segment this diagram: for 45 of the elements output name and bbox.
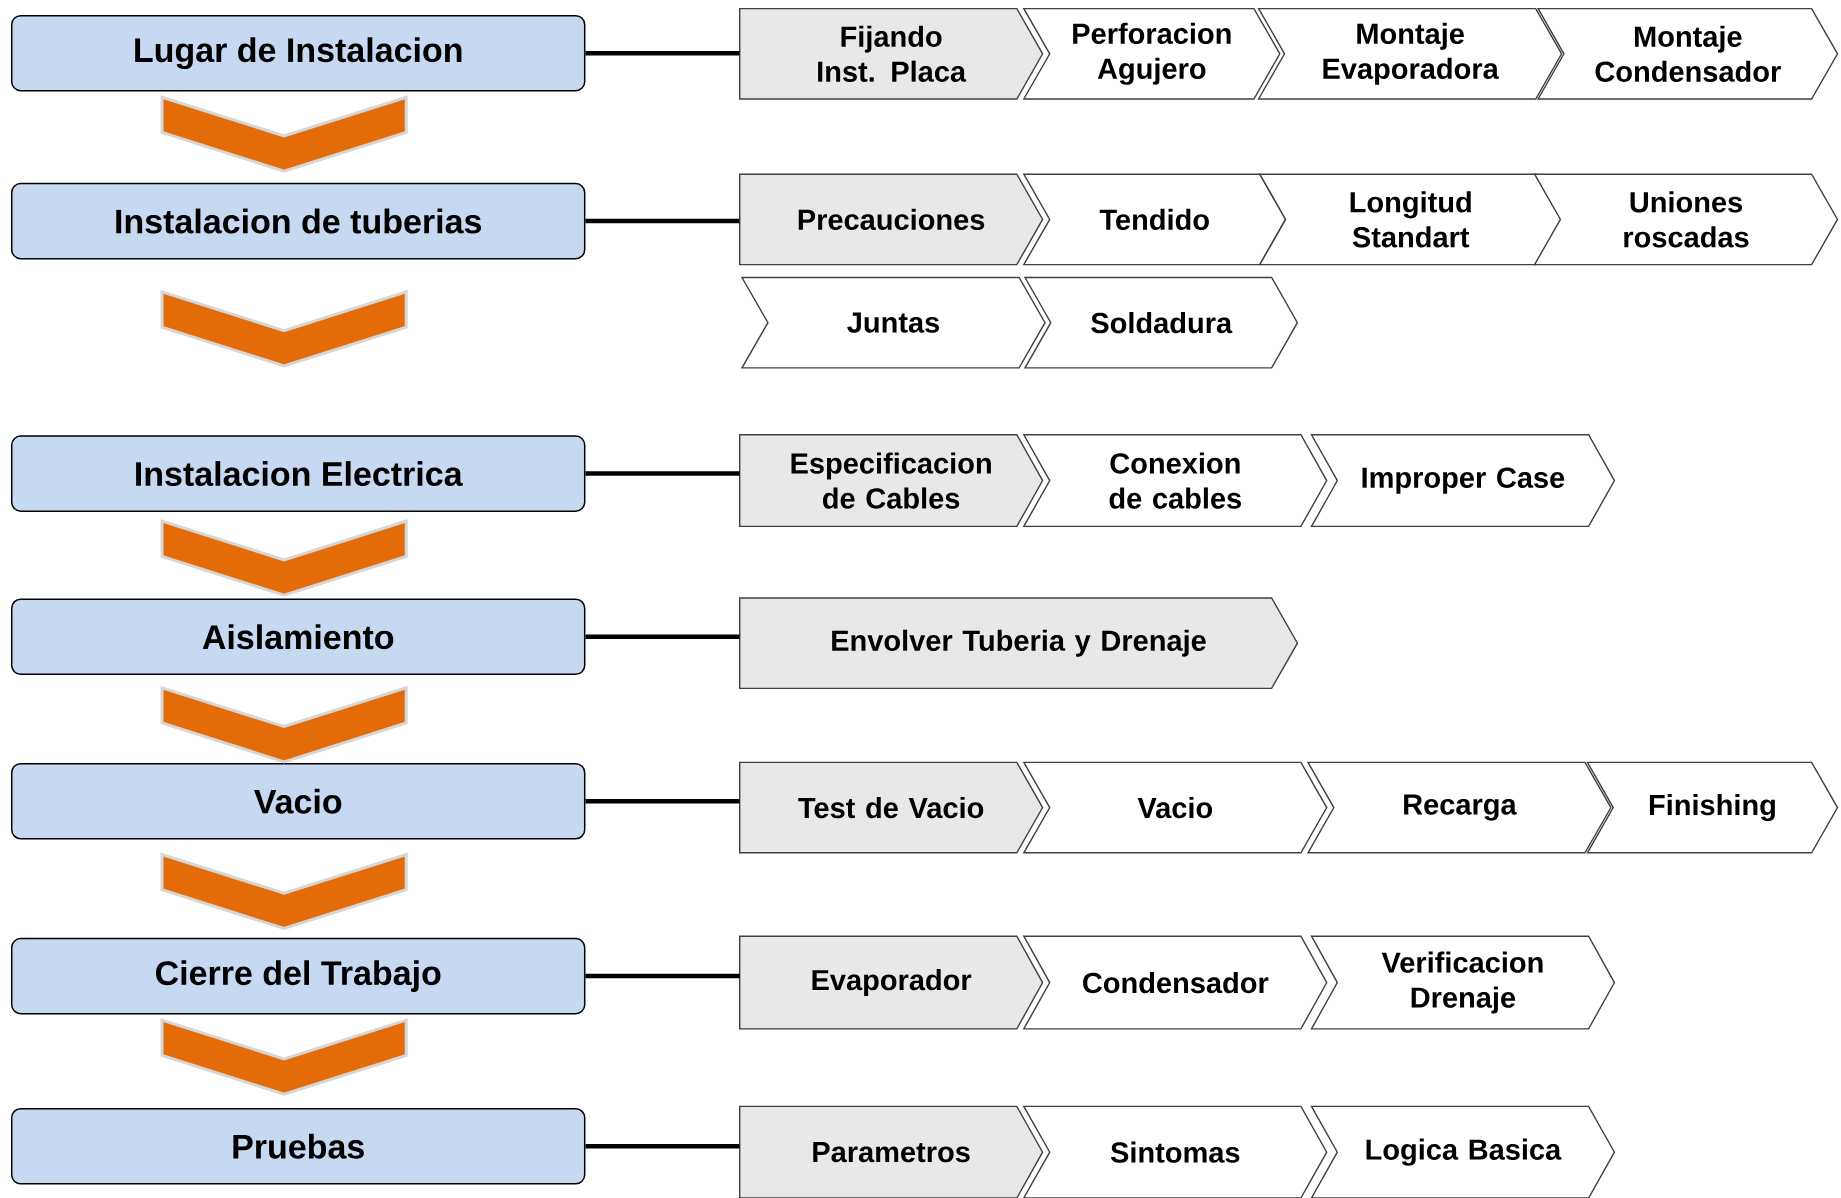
connector-line — [585, 973, 740, 979]
phase-box: Instalacion Electrica — [10, 435, 586, 512]
process-step: Longitud Standart — [1258, 173, 1563, 266]
chevron-arrow — [160, 95, 408, 173]
connector-line — [585, 1144, 740, 1149]
connector-line — [585, 218, 740, 224]
process-step: Tendido — [1022, 173, 1287, 266]
process-step: Sintomas — [1022, 1105, 1328, 1198]
process-step: Juntas — [740, 276, 1046, 369]
connector-line — [585, 50, 740, 56]
process-step: Recarga — [1306, 761, 1612, 854]
chevron-arrow — [160, 685, 408, 764]
process-step: Envolver Tuberia y Drenaje — [739, 597, 1299, 690]
process-step: Montaje Evaporadora — [1257, 7, 1563, 100]
process-step: Precauciones — [739, 173, 1044, 266]
process-step: Finishing — [1586, 761, 1839, 854]
process-step: Perforacion Agujero — [1022, 7, 1281, 100]
phase-box: Instalacion de tuberias — [10, 182, 586, 260]
chevron-arrow — [160, 289, 408, 368]
connector-line — [585, 471, 740, 476]
connector-line — [585, 634, 740, 640]
process-step: Logica Basica — [1310, 1105, 1616, 1198]
process-step: Improper Case — [1310, 434, 1616, 528]
chevron-arrow — [160, 852, 408, 931]
process-step: Condensador — [1022, 935, 1328, 1030]
process-step: Especificacion de Cables — [739, 434, 1044, 528]
process-step: Vacio — [1022, 761, 1328, 854]
phase-box: Vacio — [10, 762, 586, 840]
process-step: Uniones roscadas — [1533, 173, 1839, 266]
phase-box: Pruebas — [10, 1108, 586, 1185]
process-step: Montaje Condensador — [1536, 7, 1839, 100]
process-step: Soldadura — [1023, 276, 1299, 369]
phase-box: Cierre del Trabajo — [10, 937, 586, 1015]
process-step: Conexion de cables — [1022, 434, 1328, 528]
process-step: Parametros — [739, 1105, 1044, 1198]
node-label: Uniones roscadas — [1624, 191, 1749, 248]
process-step: Verificacion Drenaje — [1310, 935, 1616, 1030]
phase-box: Lugar de Instalacion — [10, 14, 586, 92]
process-step: Test de Vacio — [739, 761, 1044, 854]
connector-line — [585, 798, 740, 804]
chevron-arrow — [160, 519, 408, 597]
chevron-arrow — [160, 1018, 408, 1096]
phase-box: Aislamiento — [10, 598, 586, 676]
process-step: Fijando Inst. Placa — [739, 7, 1044, 100]
process-step: Evaporador — [739, 935, 1044, 1030]
